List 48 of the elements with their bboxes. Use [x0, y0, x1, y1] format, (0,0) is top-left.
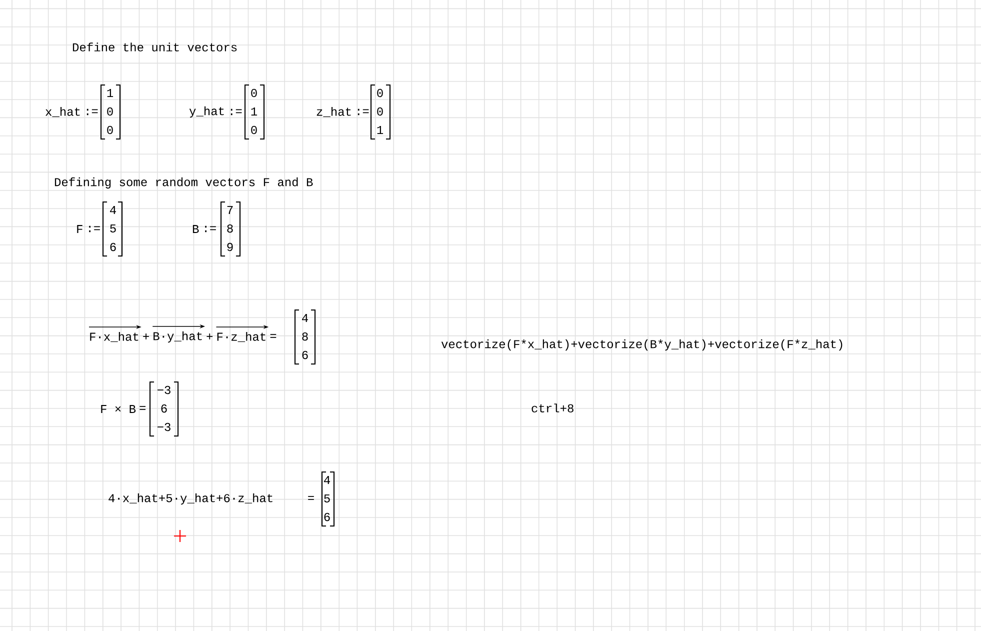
expression: + [206, 334, 213, 340]
matrix-entry: 6 [161, 404, 167, 413]
expression: B·y_hat [154, 331, 202, 343]
matrix-entry: −3 [158, 422, 170, 432]
matrix-entry: 0 [377, 88, 383, 98]
matrix-entry: 6 [324, 512, 330, 522]
expression: B [192, 225, 199, 233]
expression: F [77, 225, 82, 233]
expression: F·z_hat [217, 332, 266, 342]
expression: := [86, 108, 98, 116]
expression: F × B [101, 405, 136, 413]
expression: z_hat [316, 107, 351, 117]
matrix-entry: 1 [107, 89, 114, 97]
expression: y_hat [189, 106, 224, 118]
matrix-entry: 0 [107, 126, 113, 134]
expression: F·x_hat [90, 332, 138, 342]
note-text: vectorize(F*x_hat)+vectorize(B*y_hat)+vectorize(F*z_hat) [441, 339, 842, 351]
matrix-entry: 0 [377, 107, 383, 116]
matrix-entry: 5 [324, 494, 330, 502]
expression: x_hat [46, 107, 80, 117]
matrix-entry: 4 [324, 476, 330, 484]
expression: = [140, 406, 146, 410]
matrix-entry: 7 [227, 206, 233, 214]
matrix-entry: 1 [251, 108, 258, 116]
heading-text: Define the unit vectors [72, 42, 237, 52]
expression: = [270, 334, 276, 338]
matrix-entry: 4 [110, 206, 116, 214]
expression: 4·x_hat+5·y_hat+6·z_hat [108, 493, 272, 505]
expression: := [358, 108, 369, 116]
matrix-entry: 0 [251, 126, 257, 134]
matrix-entry: 6 [302, 350, 308, 360]
expression: := [205, 226, 216, 232]
matrix-entry: 5 [110, 224, 116, 233]
matrix-entry: 0 [251, 88, 257, 98]
matrix-entry: 4 [302, 314, 308, 322]
matrix-entry: 1 [377, 126, 384, 134]
matrix-entry: 8 [302, 332, 308, 341]
matrix-entry: 0 [107, 107, 113, 116]
matrix-entry: 9 [227, 242, 233, 252]
matrix-entry: 8 [227, 224, 233, 233]
note-text: ctrl+8 [532, 404, 574, 412]
expression: := [89, 226, 100, 232]
expression: := [230, 108, 242, 116]
matrix-entry: −3 [158, 386, 170, 394]
heading-text: Defining some random vectors F and B [54, 177, 313, 189]
expression: = [308, 496, 314, 500]
matrix-entry: 6 [110, 242, 116, 252]
expression: + [143, 334, 149, 340]
